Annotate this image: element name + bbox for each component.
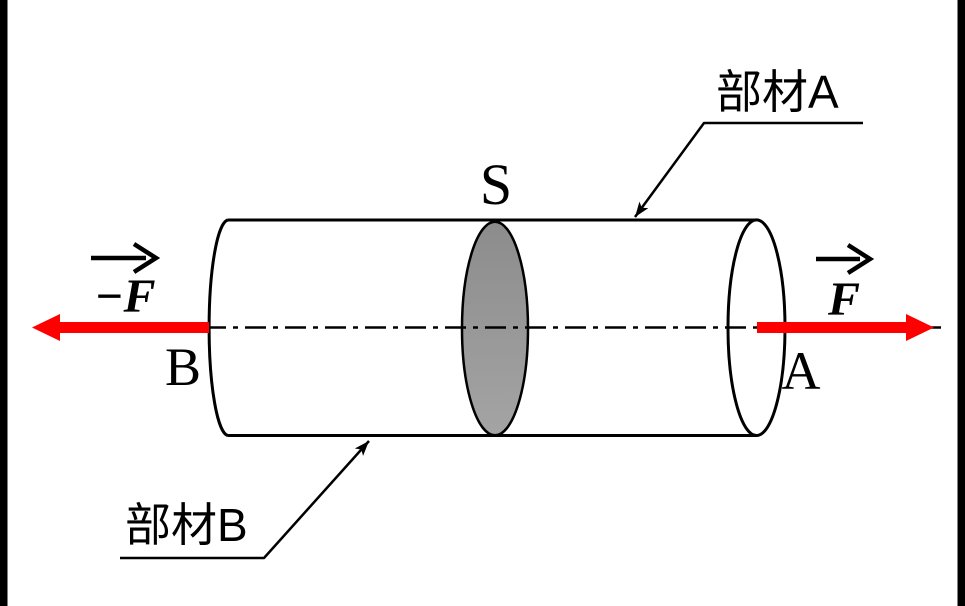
vector-arrow-left-head: [132, 242, 161, 274]
force-left-label: −F: [94, 270, 155, 323]
left-border-bar: [0, 0, 8, 606]
member-a-label: 部材A: [716, 66, 839, 118]
vector-arrow-right-head: [846, 243, 875, 275]
section-label: S: [480, 152, 512, 217]
force-right-label: F: [827, 273, 860, 326]
member-b-label: 部材B: [125, 499, 248, 551]
point-b-label: B: [165, 337, 201, 397]
right-border-bar: [957, 0, 965, 606]
force-arrow-right: [757, 314, 934, 341]
point-a-label: A: [782, 341, 821, 401]
leader-line-member-a: [633, 121, 863, 218]
leader-line-member-b: [120, 440, 370, 560]
force-arrow-left: [32, 314, 209, 341]
vector-arrow-right: [816, 243, 875, 275]
vector-arrow-left: [91, 242, 161, 274]
